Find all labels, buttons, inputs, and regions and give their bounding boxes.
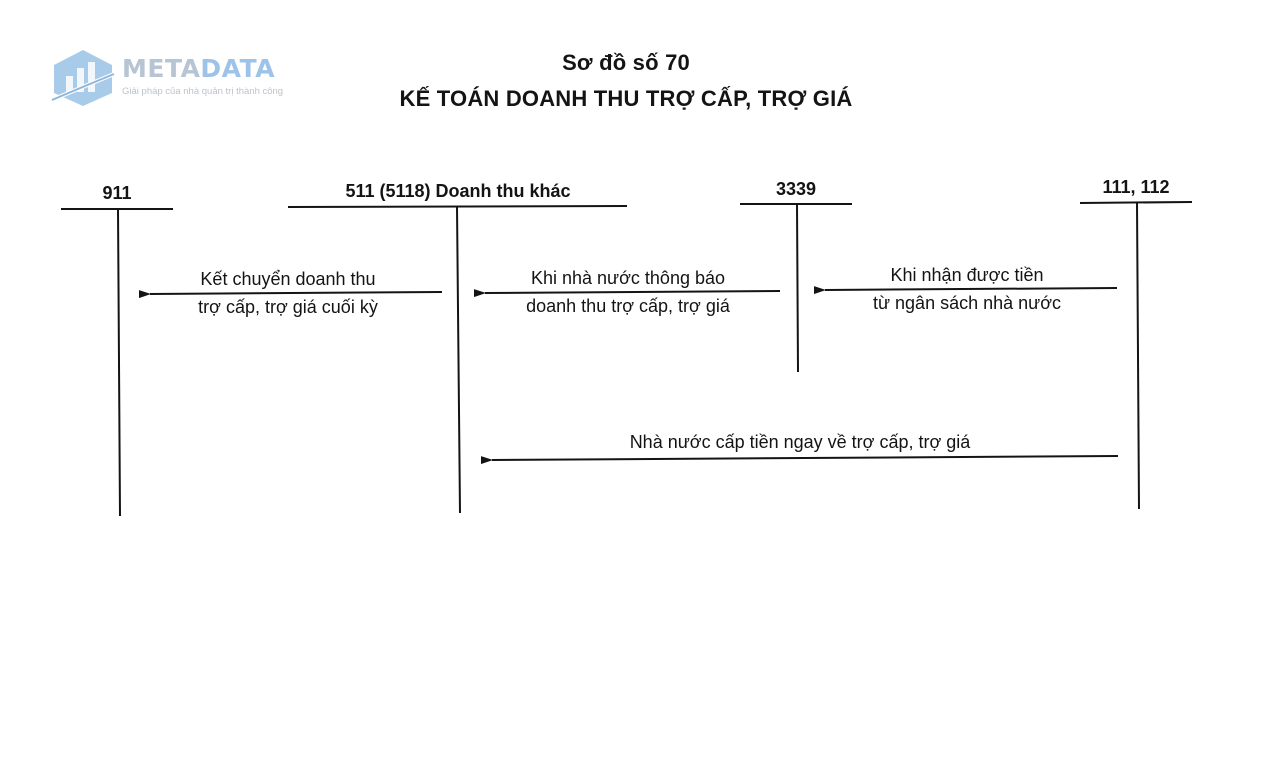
flow-label-receive-funds: Khi nhận được tiền từ ngân sách nhà nước <box>847 261 1087 317</box>
logo-wordmark: METADATA <box>122 54 275 83</box>
logo-hexagon-icon <box>51 50 115 106</box>
flow-label-state-notice: Khi nhà nước thông báo doanh thu trợ cấp… <box>498 264 758 320</box>
t-account-111-112 <box>1079 201 1193 510</box>
t-account-911 <box>61 208 173 517</box>
account-label-511: 511 (5118) Doanh thu khác <box>345 181 571 201</box>
diagram-number: Sơ đồ số 70 <box>562 50 690 75</box>
flow-label-transfer: Kết chuyển doanh thu trợ cấp, trợ giá cu… <box>168 265 408 321</box>
flow-transfer-line2: trợ cấp, trợ giá cuối kỳ <box>198 297 378 317</box>
flow-state-notice-line1: Khi nhà nước thông báo <box>531 268 725 288</box>
arrow-3339-to-511 <box>473 289 781 298</box>
account-label-911: 911 <box>102 183 132 203</box>
arrow-111-to-511 <box>480 455 1119 465</box>
diagram-heading: KẾ TOÁN DOANH THU TRỢ CẤP, TRỢ GIÁ <box>399 86 853 111</box>
flow-state-notice-line2: doanh thu trợ cấp, trợ giá <box>526 296 730 316</box>
arrow-111-to-3339 <box>813 286 1118 295</box>
flow-receive-funds-line2: từ ngân sách nhà nước <box>872 293 1061 313</box>
t-account-3339 <box>740 203 852 373</box>
metadata-logo: METADATA Giải pháp của nhà quản trị thàn… <box>50 48 310 108</box>
t-account-511 <box>287 205 628 514</box>
logo-tagline: Giải pháp của nhà quản trị thành công <box>122 86 284 97</box>
flow-receive-funds-line1: Khi nhận được tiền <box>890 265 1044 285</box>
logo-wordmark-part1: META <box>122 54 201 83</box>
flow-direct-grant-line1: Nhà nước cấp tiền ngay về trợ cấp, trợ g… <box>629 432 971 452</box>
account-label-3339: 3339 <box>775 179 817 199</box>
arrow-511-to-911 <box>138 290 443 299</box>
diagram-title: Sơ đồ số 70 KẾ TOÁN DOANH THU TRỢ CẤP, T… <box>0 50 1252 112</box>
flow-transfer-line1: Kết chuyển doanh thu <box>200 269 376 289</box>
flow-label-direct-grant: Nhà nước cấp tiền ngay về trợ cấp, trợ g… <box>580 428 1020 456</box>
account-label-111-112: 111, 112 <box>1102 177 1170 197</box>
logo-wordmark-part2: DATA <box>200 54 276 83</box>
